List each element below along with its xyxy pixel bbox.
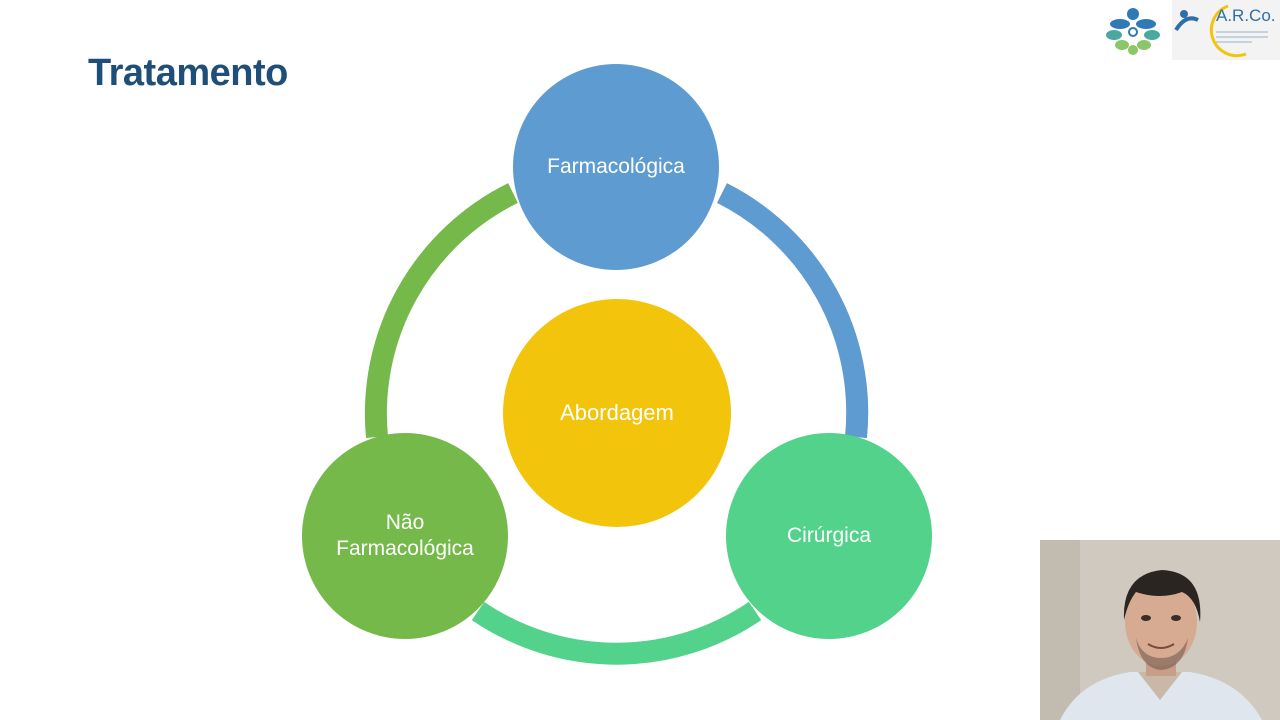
node-label-cirurgica: Cirúrgica: [786, 524, 872, 547]
node-label-nao-farmacologica: Não Farmacológica: [336, 511, 474, 560]
spiral-logo-icon: [1106, 8, 1160, 55]
arc-nao-farmacologica-farmacologica: [364, 183, 518, 439]
node-circle-cirurgica: [726, 433, 932, 639]
node-circle-nao-farmacologica: [302, 433, 508, 639]
center-circle: [503, 299, 731, 527]
arc-cirurgica-nao-farmacologica: [471, 601, 762, 665]
node-label-farmacologica: Farmacológica: [547, 155, 685, 178]
presenter-webcam: [1040, 540, 1280, 720]
presenter-video-icon: [1040, 540, 1280, 720]
slide-title: Tratamento: [88, 52, 288, 94]
arco-logo: A.R.Co.: [1172, 0, 1280, 60]
arco-logo-text: A.R.Co.: [1216, 6, 1276, 25]
node-circle-farmacologica: [513, 64, 719, 270]
arc-farmacologica-cirurgica: [717, 183, 869, 439]
center-label: Abordagem: [560, 400, 674, 425]
arco-swoosh-icon: [1174, 4, 1268, 58]
